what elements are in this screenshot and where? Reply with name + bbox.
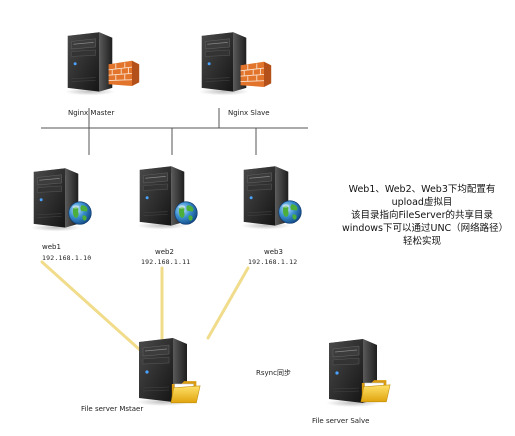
server-icon	[198, 31, 250, 96]
file-server-slave-node	[325, 338, 391, 407]
file-server-slave-label: File server Salve	[312, 417, 370, 425]
web2-ip: 192.168.1.11	[141, 258, 191, 266]
globe-icon	[68, 201, 92, 225]
web1-ip: 192.168.1.10	[42, 254, 92, 262]
web3-node	[240, 165, 302, 230]
note-line-2: upload虚拟目	[391, 197, 453, 208]
firewall-icon	[108, 60, 140, 87]
nginx-master-node	[64, 31, 140, 96]
web1-label: web1	[42, 243, 61, 251]
sync-lines	[40, 260, 250, 352]
file-server-master-node	[135, 337, 201, 406]
nginx-slave-label: Nginx Slave	[228, 109, 270, 117]
note-line-5: 轻松实现	[402, 236, 441, 247]
server-icon	[64, 31, 116, 96]
nginx-slave-node	[198, 31, 272, 96]
network-lines	[41, 108, 308, 155]
annotation-note: Web1、Web2、Web3下均配置有 upload虚拟目 该目录指向FileS…	[342, 183, 509, 248]
web2-node	[136, 165, 198, 230]
nginx-master-label: Nginx Master	[68, 109, 115, 117]
web3-to-fileserver-line	[206, 266, 250, 340]
globe-icon	[174, 201, 198, 225]
web1-to-fileserver-line	[40, 260, 142, 352]
web3-label: web3	[264, 248, 283, 256]
folder-icon	[360, 379, 391, 403]
rsync-label: Rsync同步	[256, 369, 291, 377]
file-server-master-label: File server Mstaer	[81, 405, 144, 413]
note-line-3: 该目录指向FileServer的共享目录	[350, 210, 494, 221]
web1-node	[30, 167, 92, 232]
web2-label: web2	[155, 248, 174, 256]
folder-icon	[170, 380, 201, 404]
note-line-1: Web1、Web2、Web3下均配置有	[348, 184, 496, 195]
note-line-4: windows下可以通过UNC（网络路径）	[342, 223, 509, 234]
globe-icon	[278, 200, 302, 224]
web3-ip: 192.168.1.12	[248, 258, 298, 266]
firewall-icon	[240, 61, 272, 88]
